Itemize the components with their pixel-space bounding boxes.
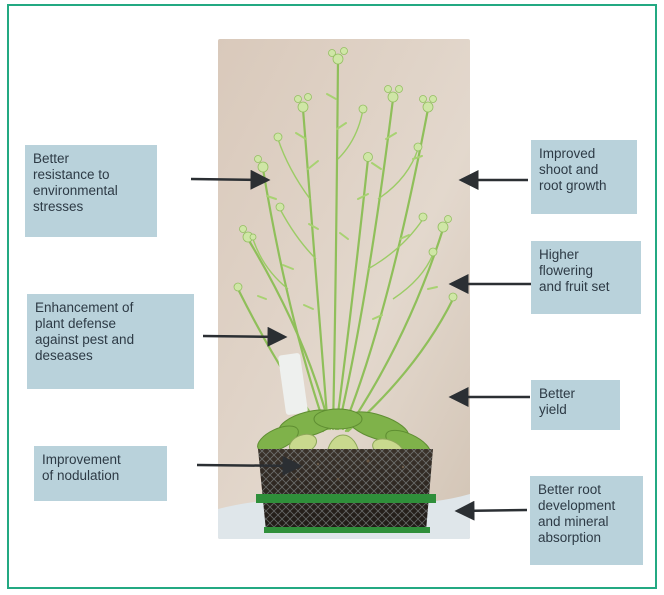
label-yield-text: Better yield	[539, 386, 612, 418]
label-nodulation-text: Improvement of nodulation	[42, 452, 159, 484]
label-resistance: Better resistance to environmental stres…	[25, 145, 157, 237]
label-yield: Better yield	[531, 380, 620, 430]
label-nodulation: Improvement of nodulation	[34, 446, 167, 501]
label-resistance-text: Better resistance to environmental stres…	[33, 151, 149, 215]
label-flowering-text: Higher flowering and fruit set	[539, 247, 633, 295]
label-defense-text: Enhancement of plant defense against pes…	[35, 300, 186, 364]
label-flowering: Higher flowering and fruit set	[531, 241, 641, 314]
plant-photo	[218, 39, 470, 539]
label-root-dev-text: Better root development and mineral abso…	[538, 482, 635, 546]
label-defense: Enhancement of plant defense against pes…	[27, 294, 194, 389]
label-shoot-root: Improved shoot and root growth	[531, 140, 637, 214]
label-root-dev: Better root development and mineral abso…	[530, 476, 643, 565]
label-shoot-root-text: Improved shoot and root growth	[539, 146, 629, 194]
